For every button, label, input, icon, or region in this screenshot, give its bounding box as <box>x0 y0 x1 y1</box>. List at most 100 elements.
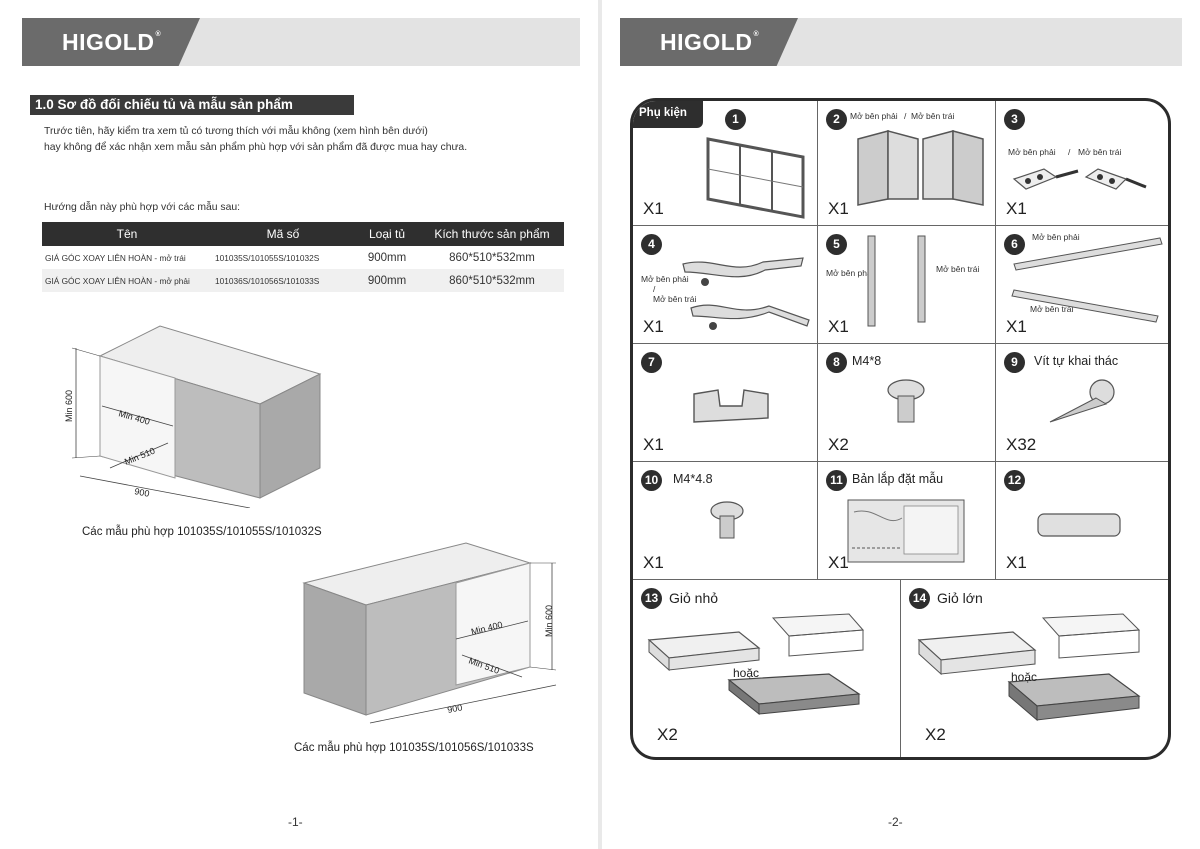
part-label: Vít tự khai thác <box>1034 354 1119 368</box>
part-cell-3: 3 Mở bên phải / Mở bên trái X1 <box>996 101 1168 226</box>
part-cell-2: 2 Mở bên phải / Mở bên trái X1 <box>818 101 996 226</box>
large-basket-icon <box>917 613 1141 722</box>
part-number: 9 <box>1004 352 1025 373</box>
label-open-right: Mở bên phải <box>641 274 689 284</box>
header-bar: HIGOLD® <box>22 18 580 66</box>
label-open-right: Mở bên phải <box>826 268 874 278</box>
arm-icon <box>682 257 810 330</box>
label-open-left: Mở bên trái <box>911 111 955 121</box>
label-open-right: Mở bên phải <box>1032 232 1080 242</box>
clip-icon <box>693 389 769 423</box>
section-title: 1.0 Sơ đồ đối chiếu tủ và mẫu sản phẩm <box>30 95 354 115</box>
part-label: Giỏ lớn <box>937 590 983 606</box>
part-qty: X2 <box>828 435 849 454</box>
label-open-right: Mở bên phải <box>1008 147 1056 157</box>
part-cell-9: 9 Vít tự khai thác X32 <box>996 344 1168 462</box>
part-cell-13: 13 Giỏ nhỏ hoặc X2 <box>633 580 901 757</box>
part-qty: X1 <box>1006 317 1027 336</box>
bracket-pair-icon <box>1012 168 1147 190</box>
accessories-tab: Phụ kiện <box>633 101 703 128</box>
cell-code: 101035S/101055S/101032S <box>215 252 320 263</box>
intro-line-2: hay không để xác nhận xem mẫu sản phẩm p… <box>44 141 468 153</box>
part-number: 4 <box>641 234 662 255</box>
part-cell-6: 6 Mở bên phải Mở bên trái X1 <box>996 226 1168 344</box>
label-open-left: Mở bên trái <box>936 264 980 274</box>
label-open-left: Mở bên trái <box>653 294 697 304</box>
part-qty: X1 <box>828 199 849 218</box>
dim-min-height-2: Min 600 <box>544 605 554 637</box>
cabinet-diagram-2: Min 600 Min 400 Min 510 900 <box>302 542 557 724</box>
part-qty: X1 <box>1006 553 1027 572</box>
dim-width-1: 900 <box>134 486 151 499</box>
part-label: Giỏ nhỏ <box>669 590 719 606</box>
part-qty: X1 <box>1006 199 1027 218</box>
cap-icon <box>1037 513 1121 537</box>
page-2: HIGOLD® Phụ kiện 1 X1 2 Mở bên phải / Mở… <box>602 0 1200 849</box>
page-number-2: -2- <box>888 815 903 829</box>
table-row: GIÁ GÓC XOAY LIÊN HOÀN - mở phải 101036S… <box>42 269 564 292</box>
col-header-cabinet: Loại tủ <box>354 222 420 246</box>
screw-icon <box>710 501 744 539</box>
caption-1: Các mẫu phù hợp 101035S/101055S/101032S <box>82 526 322 538</box>
part-cell-1: Phụ kiện 1 X1 <box>633 101 818 226</box>
cell-cabinet: 900mm <box>367 251 407 264</box>
part-number: 14 <box>909 588 930 609</box>
frame-icon <box>706 137 805 219</box>
self-tapping-screw-icon <box>1049 379 1115 423</box>
label-open-right: Mở bên phải <box>850 111 898 121</box>
models-table: Tên Mã số Loại tủ Kích thước sản phẩm GI… <box>42 222 564 292</box>
part-qty: X1 <box>643 553 664 572</box>
intro-line-1: Trước tiên, hãy kiểm tra xem tủ có tương… <box>44 126 428 137</box>
col-header-name: Tên <box>42 222 212 246</box>
logo-block: HIGOLD® <box>22 18 200 66</box>
part-qty: X1 <box>643 435 664 454</box>
part-number: 11 <box>826 470 847 491</box>
part-qty: X1 <box>643 199 664 218</box>
guide-text: Hướng dẫn này phù hợp với các mẫu sau: <box>44 202 241 213</box>
col-header-code: Mã số <box>212 222 354 246</box>
cell-code: 101036S/101056S/101033S <box>212 269 354 292</box>
part-qty: X1 <box>643 317 664 336</box>
part-cell-5: 5 Mở bên phải Mở bên trái X1 <box>818 226 996 344</box>
part-number: 1 <box>725 109 746 130</box>
part-cell-10: 10 M4*4.8 X1 <box>633 462 818 580</box>
cell-cabinet: 900mm <box>354 269 420 292</box>
part-qty: X2 <box>657 725 678 744</box>
part-cell-14: 14 Giỏ lớn hoặc X2 <box>901 580 1168 757</box>
part-cell-7: 7 X1 <box>633 344 818 462</box>
label-open-left: Mở bên trái <box>1078 147 1122 157</box>
table-row: GIÁ GÓC XOAY LIÊN HOÀN - mở trái 101035S… <box>42 246 564 269</box>
screw-icon <box>887 379 925 423</box>
part-label: M4*4.8 <box>673 472 713 486</box>
col-header-size: Kích thước sản phẩm <box>420 222 564 246</box>
part-qty: X1 <box>828 553 849 572</box>
part-qty: X2 <box>925 725 946 744</box>
header-bar: HIGOLD® <box>620 18 1182 66</box>
page-number-1: -1- <box>288 815 303 829</box>
part-number: 8 <box>826 352 847 373</box>
dim-width-2: 900 <box>446 702 463 715</box>
part-cell-12: 12 X1 <box>996 462 1168 580</box>
part-cell-8: 8 M4*8 X2 <box>818 344 996 462</box>
page-1: HIGOLD® 1.0 Sơ đồ đối chiếu tủ và mẫu sả… <box>0 0 598 849</box>
intro-text: Trước tiên, hãy kiểm tra xem tủ có tương… <box>44 124 467 155</box>
cell-size: 860*510*532mm <box>420 269 564 292</box>
part-label: Bản lắp đặt mẫu <box>852 472 944 486</box>
cell-name: GIÁ GÓC XOAY LIÊN HOÀN - mở phải <box>42 269 212 292</box>
or-label: hoặc <box>733 666 760 680</box>
dim-min-height-1: Min 600 <box>64 390 74 422</box>
rail-icon <box>867 235 926 327</box>
part-number: 6 <box>1004 234 1025 255</box>
accessories-grid: Phụ kiện 1 X1 2 Mở bên phải / Mở bên trá… <box>630 98 1171 760</box>
small-basket-icon <box>647 613 865 716</box>
part-number: 5 <box>826 234 847 255</box>
bar-icon <box>1011 237 1163 323</box>
part-cell-4: 4 Mở bên phải / Mở bên trái X1 <box>633 226 818 344</box>
cell-size: 860*510*532mm <box>449 251 535 264</box>
part-qty: X32 <box>1006 435 1037 454</box>
cell-name: GIÁ GÓC XOAY LIÊN HOÀN - mở trái <box>45 252 186 263</box>
or-label: hoặc <box>1011 670 1038 684</box>
label-open-left: Mở bên trái <box>1030 304 1074 314</box>
template-sheet-icon <box>847 499 965 563</box>
part-number: 7 <box>641 352 662 373</box>
